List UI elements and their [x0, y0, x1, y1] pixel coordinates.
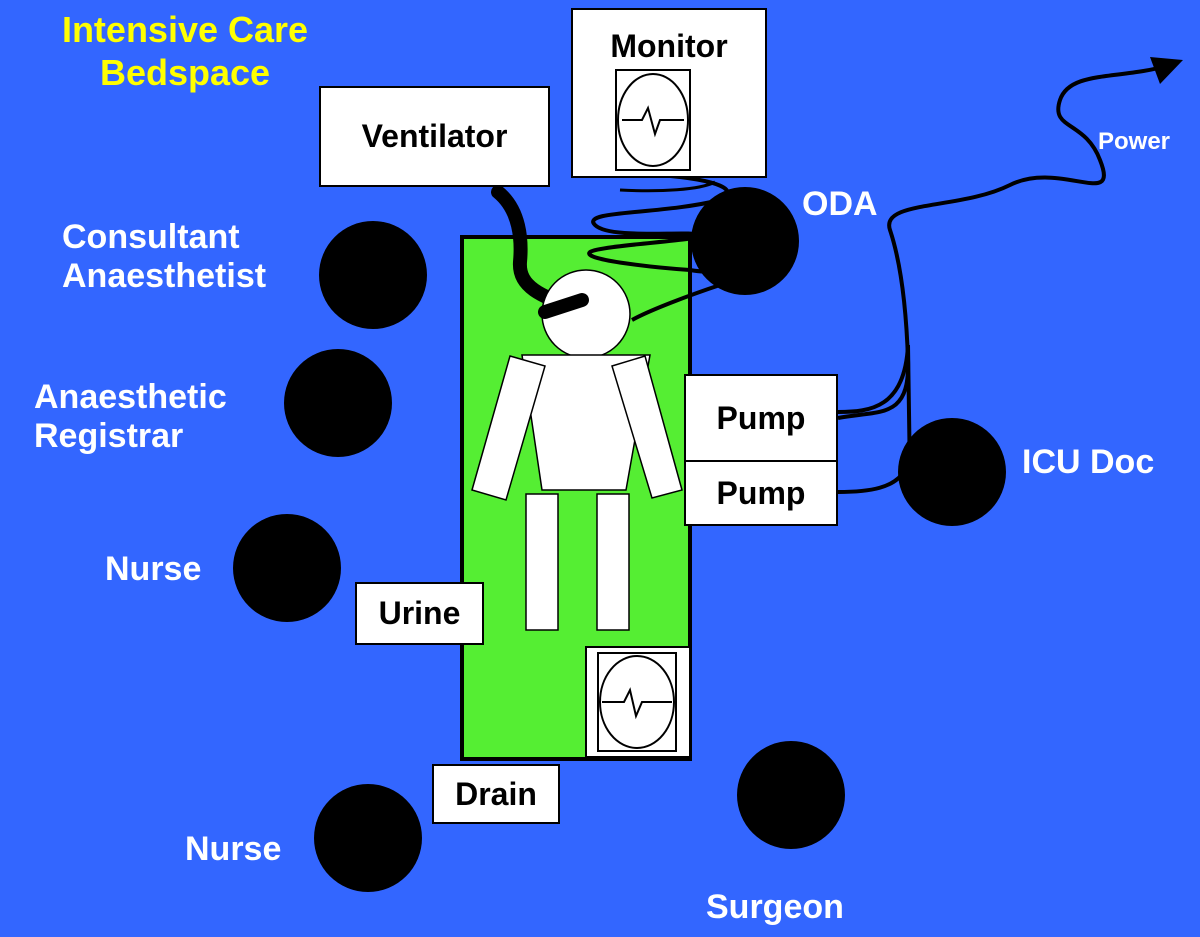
consultant-circle	[319, 221, 427, 329]
ventilator-label: Ventilator	[362, 118, 508, 155]
urine-label: Urine	[379, 595, 461, 632]
pump-bottom-label: Pump	[717, 475, 806, 512]
registrar-label-line-1: Anaesthetic	[34, 378, 227, 417]
registrar-label-line-2: Registrar	[34, 417, 227, 456]
nurse-mid-circle	[233, 514, 341, 622]
power-cable	[838, 65, 1170, 418]
power-label: Power	[1098, 128, 1170, 156]
consultant-label-line-2: Anaesthetist	[62, 257, 266, 296]
surgeon-circle	[737, 741, 845, 849]
registrar-label: Anaesthetic Registrar	[34, 378, 227, 456]
surgeon-label: Surgeon	[706, 888, 844, 927]
pump-top-box: Pump	[684, 374, 838, 462]
title-line-1: Intensive Care	[20, 8, 350, 51]
nurse-bottom-circle	[314, 784, 422, 892]
consultant-label-line-1: Consultant	[62, 218, 266, 257]
nurse-mid-label: Nurse	[105, 550, 201, 589]
patient-right-leg	[597, 494, 629, 630]
icu-doc-circle	[898, 418, 1006, 526]
nurse-bottom-label: Nurse	[185, 830, 281, 869]
diagram-title: Intensive Care Bedspace	[20, 8, 350, 94]
drain-box: Drain	[432, 764, 560, 824]
pump-cable-lower	[838, 470, 905, 492]
bed-monitor-screen-icon	[598, 653, 676, 751]
title-line-2: Bedspace	[20, 51, 350, 94]
monitor-screen-icon	[616, 70, 690, 170]
pump-top-label: Pump	[717, 400, 806, 437]
drain-label: Drain	[455, 776, 537, 813]
oda-circle	[691, 187, 799, 295]
registrar-circle	[284, 349, 392, 457]
icu-doc-label: ICU Doc	[1022, 443, 1154, 482]
oda-label: ODA	[802, 185, 878, 224]
pump-bottom-box: Pump	[684, 460, 838, 526]
urine-box: Urine	[355, 582, 484, 645]
ventilator-box: Ventilator	[319, 86, 550, 187]
patient-left-leg	[526, 494, 558, 630]
monitor-label: Monitor	[572, 28, 766, 65]
monitor-cable-2	[620, 182, 715, 191]
consultant-label: Consultant Anaesthetist	[62, 218, 266, 296]
